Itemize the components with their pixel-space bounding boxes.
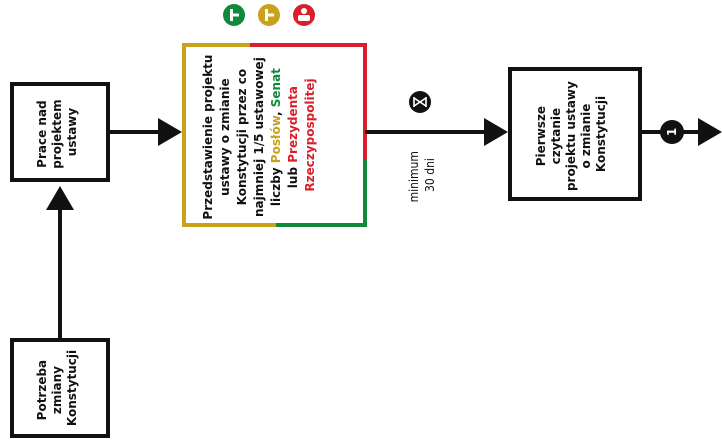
arrow-need-to-work xyxy=(46,186,74,340)
box-work-line: Prace nad xyxy=(35,100,49,167)
box-need-line: Konstytucji xyxy=(65,350,79,426)
timing-line: 30 dni xyxy=(423,158,437,192)
svg-text:minimum 30 dni: minimum 30 dni xyxy=(407,148,437,203)
timing-line: minimum xyxy=(407,151,421,202)
box-reading-line: czytanie xyxy=(549,108,563,165)
box-work-line: ustawy xyxy=(65,108,79,157)
box-submit-line: ustawy o zmianie xyxy=(218,78,232,196)
box-submit-line: Konstytucji przez co xyxy=(235,69,249,206)
box-need: Potrzeba zmiany Konstytucji xyxy=(10,338,110,438)
box-need-line: zmiany xyxy=(50,366,64,414)
svg-text:Przedstawienie projektu: Przedstawienie projektu ustawy o zmianie… xyxy=(201,50,317,219)
box-submit-line: liczby xyxy=(269,163,283,206)
red-person-icon xyxy=(293,4,315,26)
box-reading-line: Konstytucji xyxy=(594,96,608,172)
box-reading: Pierwsze czytanie projektu ustawy o zmia… xyxy=(508,67,642,201)
hourglass-icon xyxy=(409,91,431,113)
box-work-line: projektem xyxy=(50,99,64,168)
prezydenta-label: Prezydenta xyxy=(286,86,300,163)
svg-text:Prace nad projektem: Prace nad projektem ustawy xyxy=(35,95,79,169)
box-reading-line: o zmianie xyxy=(579,104,593,169)
box-submit: Przedstawienie projektu ustawy o zmianie… xyxy=(182,43,367,227)
box-submit-line: Rzeczypospolitej xyxy=(303,78,317,191)
step-badge: 1 xyxy=(660,120,684,144)
step-badge-number: 1 xyxy=(665,128,679,136)
box-submit-line: najmniej 1/5 ustawowej xyxy=(252,57,266,217)
senat-label: Senat xyxy=(269,68,283,107)
box-work: Prace nad projektem ustawy xyxy=(10,82,110,182)
svg-text:Pierwsze czytanie: Pierwsze czytanie projektu ustawy o zmia… xyxy=(534,77,608,191)
box-reading-line: Pierwsze xyxy=(534,106,548,166)
arrow-submit-to-reading xyxy=(365,118,508,146)
poslow-label: Posłów xyxy=(269,115,283,163)
svg-text:Potrzeba zmiany Ko: Potrzeba zmiany Konstytucji xyxy=(35,350,79,426)
comma: , xyxy=(269,107,283,116)
box-need-line: Potrzeba xyxy=(35,360,49,421)
box-reading-line: projektu ustawy xyxy=(564,81,578,191)
arrow-work-to-submit xyxy=(108,118,182,146)
green-person-icon xyxy=(223,4,245,26)
gold-person-icon xyxy=(258,4,280,26)
box-submit-line: Przedstawienie projektu xyxy=(201,55,215,220)
box-submit-line: lub xyxy=(286,163,300,188)
